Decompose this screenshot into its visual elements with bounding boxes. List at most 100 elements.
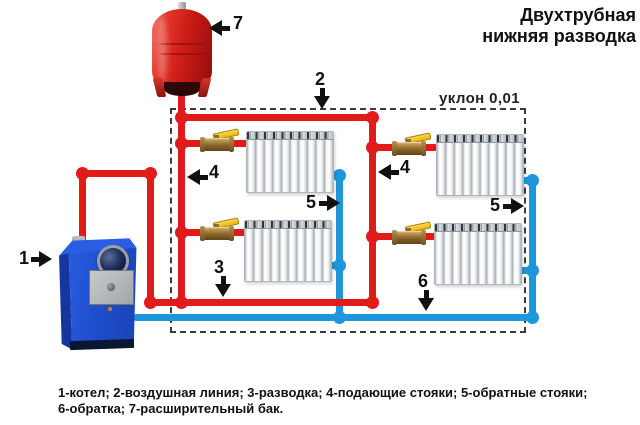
radiator-header [245, 221, 331, 229]
pipe-junction [333, 169, 346, 182]
ball-valve-lower-left [200, 217, 240, 243]
arrow-tail [391, 169, 399, 175]
pipe-junction [175, 296, 188, 309]
arrow-down-icon [215, 276, 231, 297]
label-expansion-tank: 7 [233, 13, 244, 33]
valve-body [202, 227, 232, 240]
arrowhead [418, 298, 434, 311]
radiator-header [247, 132, 333, 140]
label-supply-riser-right: 4 [400, 157, 411, 177]
radiator-header [435, 224, 521, 232]
pipe-junction [333, 259, 346, 272]
valve-nut [392, 230, 397, 245]
boiler-base [69, 339, 134, 351]
boiler-control-panel [89, 270, 134, 305]
label-air-line: 2 [315, 69, 326, 89]
page-title: Двухтрубная нижняя разводка [482, 5, 636, 47]
pipe-junction [366, 141, 379, 154]
pipe-junction [175, 226, 188, 239]
title-line-2: нижняя разводка [482, 26, 636, 46]
arrowhead [39, 251, 52, 267]
boiler-top-pipe [79, 170, 154, 177]
pipe-junction [333, 311, 346, 324]
boiler-knob [107, 283, 115, 291]
legend-line-1: 1-котел; 2-воздушная линия; 3-разводка; … [58, 385, 588, 400]
legend-line-2: 6-обратка; 7-расширительный бак. [58, 401, 284, 416]
air-line-pipe [178, 114, 376, 121]
label-return-line: 6 [418, 271, 429, 291]
valve-nut [229, 226, 234, 241]
arrow-right-icon [503, 198, 524, 214]
arrow-right-icon [31, 251, 52, 267]
title-line-1: Двухтрубная [520, 5, 636, 25]
label-return-riser-left: 5 [306, 192, 317, 212]
valve-body [394, 231, 424, 244]
radiator-sections [247, 140, 333, 192]
legend-caption: 1-котел; 2-воздушная линия; 3-разводка; … [58, 385, 587, 417]
radiator-lower-right [434, 223, 522, 285]
slope-note: уклон 0,01 [439, 90, 520, 107]
boiler-down-pipe [147, 170, 154, 306]
radiator-header [437, 135, 523, 143]
return-stub-upper-right-pipe [514, 177, 536, 184]
arrow-left-icon [209, 20, 230, 36]
arrow-down-icon [314, 88, 330, 109]
ball-valve-upper-right [392, 132, 432, 158]
pipe-junction [366, 111, 379, 124]
valve-nut [421, 141, 426, 156]
supply-riser-left-pipe [178, 90, 185, 306]
pipe-junction [526, 174, 539, 187]
radiator-sections [245, 229, 331, 281]
valve-nut [392, 141, 397, 156]
label-return-riser-right: 5 [490, 195, 501, 215]
pipe-junction [366, 230, 379, 243]
valve-body [202, 138, 232, 151]
dashed-boundary [170, 108, 526, 333]
boiler [52, 236, 140, 352]
pipe-junction [175, 111, 188, 124]
boiler-pilot-light [108, 307, 112, 311]
tank-air-valve [178, 2, 186, 11]
return-riser-right-pipe [529, 177, 536, 321]
arrow-tail [503, 203, 511, 209]
expansion-tank [150, 2, 214, 98]
radiator-lower-left [244, 220, 332, 282]
radiator-upper-left [246, 131, 334, 193]
valve-nut [229, 137, 234, 152]
arrowhead [378, 164, 391, 180]
arrowhead [511, 198, 524, 214]
arrowhead [327, 195, 340, 211]
pipe-junction [144, 167, 157, 180]
pipe-junction [526, 311, 539, 324]
ball-valve-lower-right [392, 221, 432, 247]
arrow-down-icon [418, 290, 434, 311]
supply-riser-right-pipe [369, 114, 376, 306]
label-distribution: 3 [214, 257, 225, 277]
label-boiler: 1 [19, 248, 30, 268]
tank-seam [159, 43, 205, 45]
arrow-tail [319, 88, 325, 96]
valve-stem [214, 135, 219, 139]
valve-stem [406, 228, 411, 232]
arrow-tail [222, 25, 230, 31]
valve-nut [421, 230, 426, 245]
tank-underside-shadow [164, 82, 200, 96]
valve-nut [200, 226, 205, 241]
arrow-left-icon [187, 169, 208, 185]
valve-stem [214, 224, 219, 228]
arrow-tail [200, 174, 208, 180]
return-riser-left-pipe [336, 172, 343, 321]
ball-valve-upper-left [200, 128, 240, 154]
arrow-tail [220, 276, 226, 284]
return-stub-lower-right-pipe [512, 267, 536, 274]
valve-body [394, 142, 424, 155]
arrow-tail [423, 290, 429, 298]
pipe-junction [76, 167, 89, 180]
label-supply-riser-left: 4 [209, 162, 220, 182]
arrowhead [314, 96, 330, 109]
pipe-junction [366, 296, 379, 309]
arrow-left-icon [378, 164, 399, 180]
arrow-tail [31, 256, 39, 262]
radiator-sections [437, 143, 523, 195]
